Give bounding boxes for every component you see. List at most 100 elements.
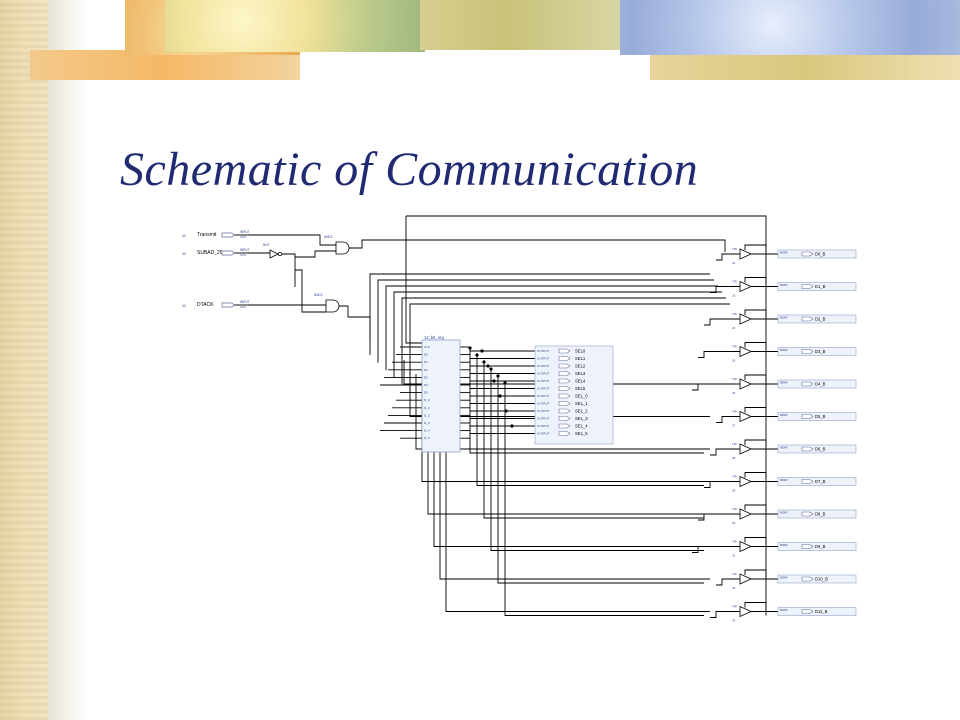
and-gate-2 xyxy=(325,299,340,313)
tri-buffer-pin: 27 xyxy=(732,424,736,428)
tri-buffer-tag: TRI xyxy=(732,442,737,446)
tri-buffer-pin: 33 xyxy=(732,619,736,623)
select-output-tag: OUTPUT xyxy=(537,372,550,376)
tri-buffer-8 xyxy=(739,508,752,520)
register-pin-label: D4 xyxy=(424,383,428,387)
bidir-tag: BIDIR xyxy=(780,543,787,547)
wire-enable xyxy=(744,537,767,545)
wire-feed-lower xyxy=(415,374,710,450)
wire-register-loop xyxy=(409,303,730,393)
tri-buffer-0 xyxy=(739,248,752,260)
select-output-label: SEL5 xyxy=(575,386,586,391)
bidir-tag: BIDIR xyxy=(780,348,787,352)
wire-feed-right xyxy=(490,369,704,551)
tri-buffer-tag: TRI xyxy=(732,410,737,414)
inverter-bubble xyxy=(278,252,282,256)
bus-output-label: D6_B xyxy=(815,447,826,452)
wire-and2-b xyxy=(301,287,326,313)
select-output-tag: OUTPUT xyxy=(537,424,550,428)
bus-output-label: D9_B xyxy=(815,544,826,549)
select-port-symbol xyxy=(558,431,571,436)
bus-output-label: D3_B xyxy=(815,349,826,354)
bidir-tag: BIDIR xyxy=(780,316,787,320)
bus-output-label: D7_B xyxy=(815,479,826,484)
input-tag: INPUT xyxy=(240,248,250,252)
wire-feed-right xyxy=(476,355,704,486)
select-output-label: SEL_1 xyxy=(575,401,588,406)
junction-dot xyxy=(503,381,507,385)
register-pin-label: D_0 xyxy=(424,398,430,402)
input-vcc: VCC xyxy=(240,305,247,309)
tri-buffer-pin: 24 xyxy=(732,326,736,330)
tri-buffer-1 xyxy=(739,280,752,293)
wire-buffer-in xyxy=(698,513,740,521)
bus-output-label: D0_B xyxy=(815,252,826,257)
junction-dot xyxy=(492,379,496,383)
bus-output-box xyxy=(777,412,857,421)
wire-enable xyxy=(744,569,767,577)
wire-feed-right xyxy=(483,362,704,519)
select-output-tag: OUTPUT xyxy=(537,357,550,361)
bidir-tag: BIDIR xyxy=(780,283,787,287)
wire-buffer-in xyxy=(710,448,740,456)
and-gate-tag: AND2 xyxy=(324,235,333,239)
bidir-tag: BIDIR xyxy=(780,446,787,450)
bus-port-symbol xyxy=(801,414,814,419)
junction-dot xyxy=(475,353,479,357)
tri-buffer-pin: 29 xyxy=(732,489,736,493)
register-label: 12_bit_reg xyxy=(424,335,444,340)
bus-output-label: D2_B xyxy=(815,317,826,322)
input-pin-number: 42 xyxy=(182,234,186,238)
wire-register-loop xyxy=(369,273,710,355)
wire-feed-right xyxy=(504,383,704,616)
select-port-symbol xyxy=(558,393,571,399)
wire-and1-out xyxy=(349,239,726,252)
bus-port-symbol xyxy=(801,284,814,289)
wire-enable xyxy=(744,472,767,480)
tri-buffer-11 xyxy=(739,605,752,618)
tri-buffer-pin: 23 xyxy=(732,294,736,298)
wire-register-loop xyxy=(385,285,718,371)
tri-buffer-tag: TRI xyxy=(732,280,737,284)
tri-buffer-tag: TRI xyxy=(732,572,737,576)
bus-output-box xyxy=(777,379,857,389)
tri-buffer-pin: 32 xyxy=(732,586,736,590)
input-label: SUBAD_20 xyxy=(197,250,223,256)
wire-not-branch xyxy=(295,269,303,287)
wire-feed-lower xyxy=(445,409,710,612)
wire-buffer-in xyxy=(704,481,740,488)
wire-not-and1 xyxy=(295,250,336,258)
inverter-symbol xyxy=(269,249,279,259)
wire-register-loop xyxy=(393,291,722,378)
wire-transmit-and xyxy=(248,234,336,246)
bus-output-box xyxy=(777,509,857,519)
select-port-symbol xyxy=(558,371,571,376)
bidir-tag: BIDIR xyxy=(780,478,787,482)
select-output-tag: OUTPUT xyxy=(537,364,550,368)
tri-buffer-tag: TRI xyxy=(732,312,737,316)
bidir-tag: BIDIR xyxy=(780,576,787,580)
tri-buffer-tag: TRI xyxy=(732,345,737,349)
bus-output-label: D1_B xyxy=(815,284,826,289)
tri-buffer-3 xyxy=(739,345,752,358)
select-output-label: SEL3 xyxy=(575,371,586,376)
bus-output-label: D5_B xyxy=(815,414,826,419)
wire-enable-register xyxy=(405,216,422,344)
wire-buffer-in xyxy=(710,286,740,293)
wire-buffer-in xyxy=(698,351,740,358)
bus-port-symbol xyxy=(801,251,814,257)
bus-port-symbol xyxy=(801,544,814,549)
select-port-symbol xyxy=(558,356,571,361)
register-pin-label: D1 xyxy=(424,360,428,364)
input-port-symbol xyxy=(221,302,235,308)
register-pin-label: D5 xyxy=(424,391,428,395)
tri-buffer-7 xyxy=(739,475,752,488)
banner-flower-blue xyxy=(620,0,960,55)
wire-not-out xyxy=(282,253,296,287)
select-output-label: SEL_5 xyxy=(575,431,588,436)
register-pin-label: D0 xyxy=(424,353,428,357)
select-output-tag: OUTPUT xyxy=(537,417,550,421)
select-output-label: SEL4 xyxy=(575,379,586,384)
input-pin-number: 42 xyxy=(182,252,186,256)
wire-enable xyxy=(744,407,767,415)
